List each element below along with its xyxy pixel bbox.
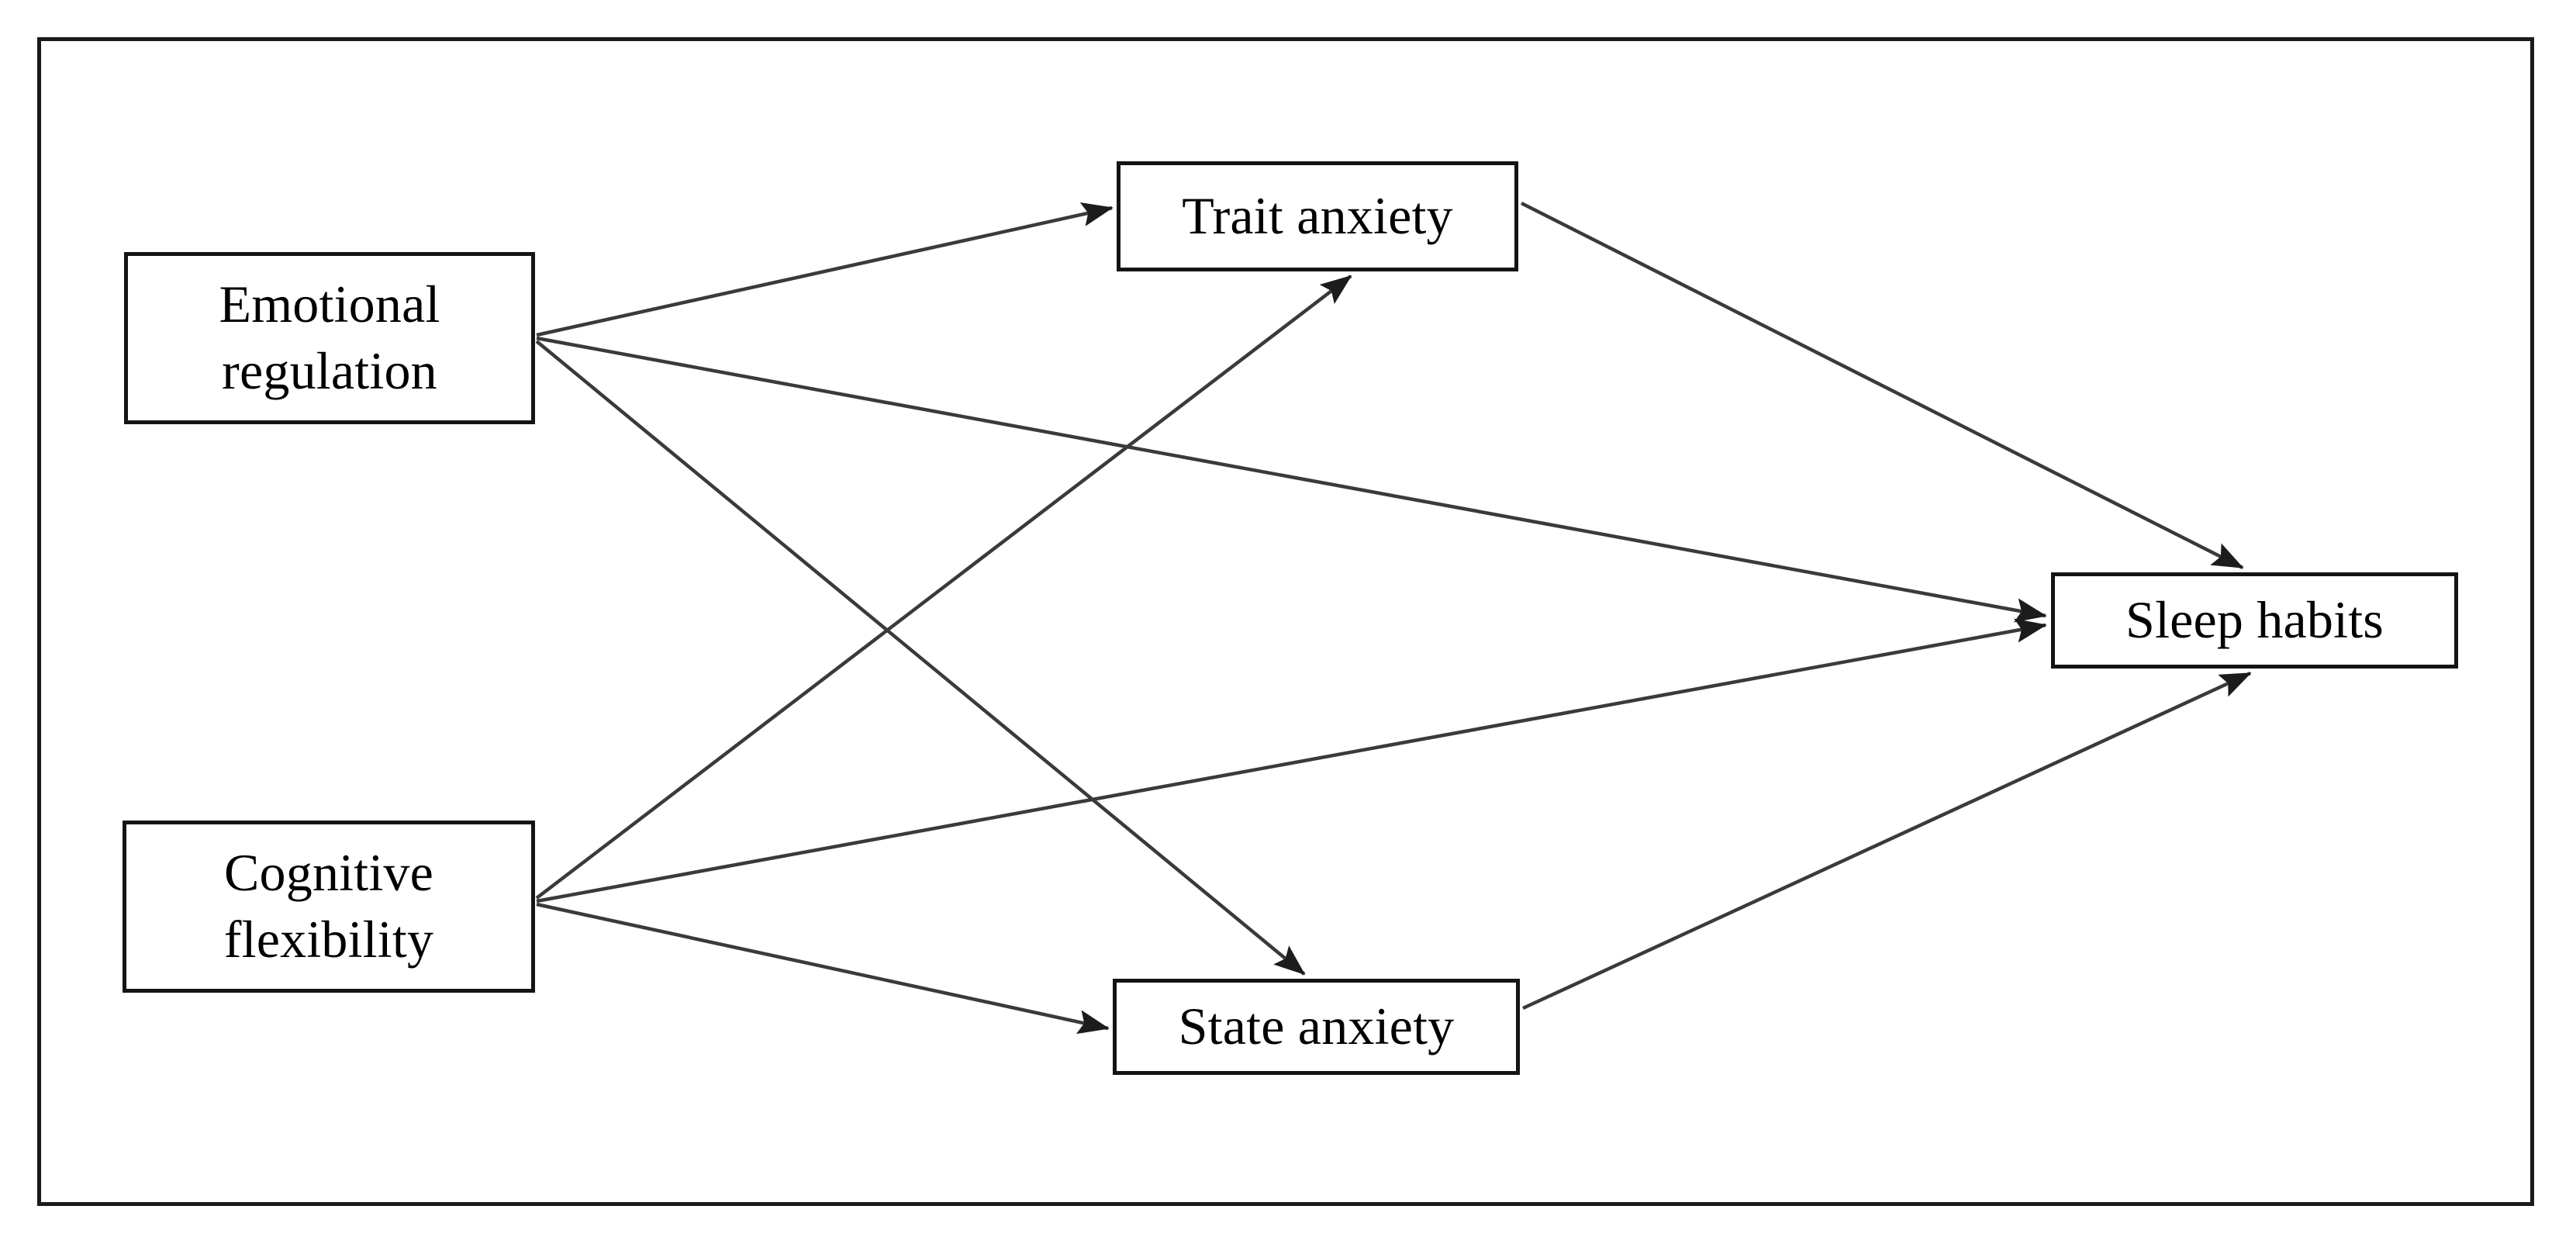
edge-cognitive-flexibility-to-sleep-habits [536,618,2047,904]
edge-cognitive-flexibility-to-state-anxiety [536,902,1110,1035]
node-emotional-regulation[interactable]: Emotional regulation [124,252,535,424]
node-emotional-regulation-label: Emotional regulation [219,275,440,400]
node-trait-anxiety-label: Trait anxiety [1182,186,1453,246]
node-trait-anxiety[interactable]: Trait anxiety [1117,161,1518,271]
node-cognitive-flexibility-label: Cognitive flexibility [223,843,434,969]
node-cognitive-flexibility[interactable]: Cognitive flexibility [123,821,535,993]
edge-emotional-regulation-to-sleep-habits [536,336,2047,623]
node-sleep-habits-label: Sleep habits [2125,590,2384,650]
node-state-anxiety[interactable]: State anxiety [1113,979,1520,1075]
edge-emotional-regulation-to-trait-anxiety [536,202,1114,337]
node-sleep-habits[interactable]: Sleep habits [2051,572,2458,669]
node-state-anxiety-label: State anxiety [1178,997,1455,1056]
edge-cognitive-flexibility-to-trait-anxiety [535,275,1352,900]
edge-trait-anxiety-to-sleep-habits [1520,201,2244,570]
edge-emotional-regulation-to-state-anxiety [535,340,1306,976]
edge-state-anxiety-to-sleep-habits [1522,671,2252,1011]
